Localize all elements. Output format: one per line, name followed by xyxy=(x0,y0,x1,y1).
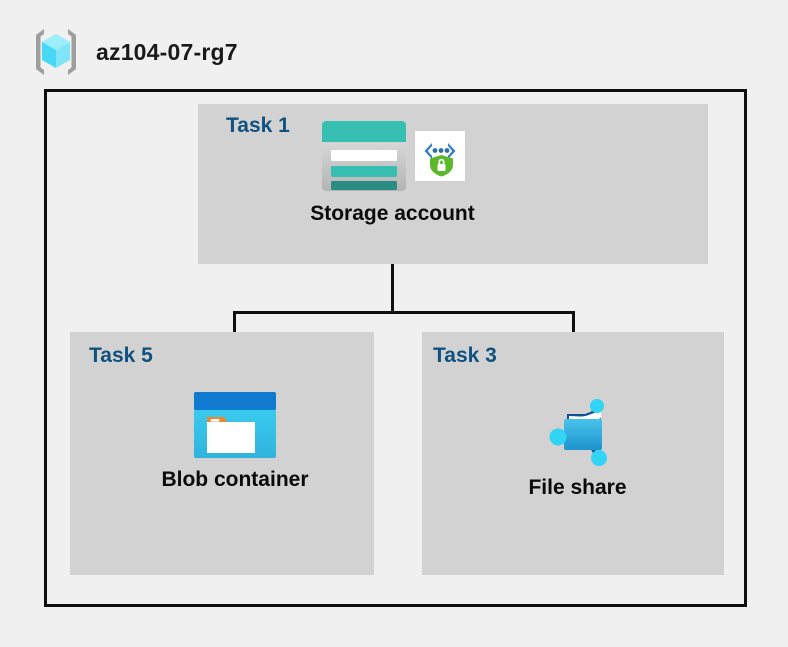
file-share-icon-group xyxy=(539,392,617,466)
resource-group-header: az104-07-rg7 xyxy=(30,26,238,78)
connector-storage-trunk xyxy=(391,231,394,314)
node-file-share: File share xyxy=(500,392,655,500)
node-caption-file-share: File share xyxy=(528,476,627,499)
blob-container-icon-group xyxy=(194,392,276,458)
panel-task-3: Task 3 xyxy=(422,332,724,575)
task-label-1: Task 1 xyxy=(226,114,290,137)
file-share-icon xyxy=(539,392,617,466)
resource-group-title: az104-07-rg7 xyxy=(96,38,238,65)
node-storage-account: Storage account xyxy=(295,120,490,226)
task-label-3: Task 3 xyxy=(433,344,497,367)
storage-account-icon xyxy=(321,120,407,192)
node-caption-storage-account: Storage account xyxy=(310,202,475,225)
resource-group-frame xyxy=(44,89,747,607)
panel-task-1: Task 1 xyxy=(198,104,708,264)
secure-endpoint-shield-icon xyxy=(414,131,465,181)
node-caption-blob-container: Blob container xyxy=(161,468,309,491)
connector-horizontal-bus xyxy=(233,311,575,314)
task-label-5: Task 5 xyxy=(89,344,153,367)
resource-group-cube-icon xyxy=(30,26,82,78)
node-blob-container: Blob container xyxy=(150,392,320,492)
storage-account-icon-group xyxy=(321,120,465,192)
blob-container-icon xyxy=(194,392,276,458)
